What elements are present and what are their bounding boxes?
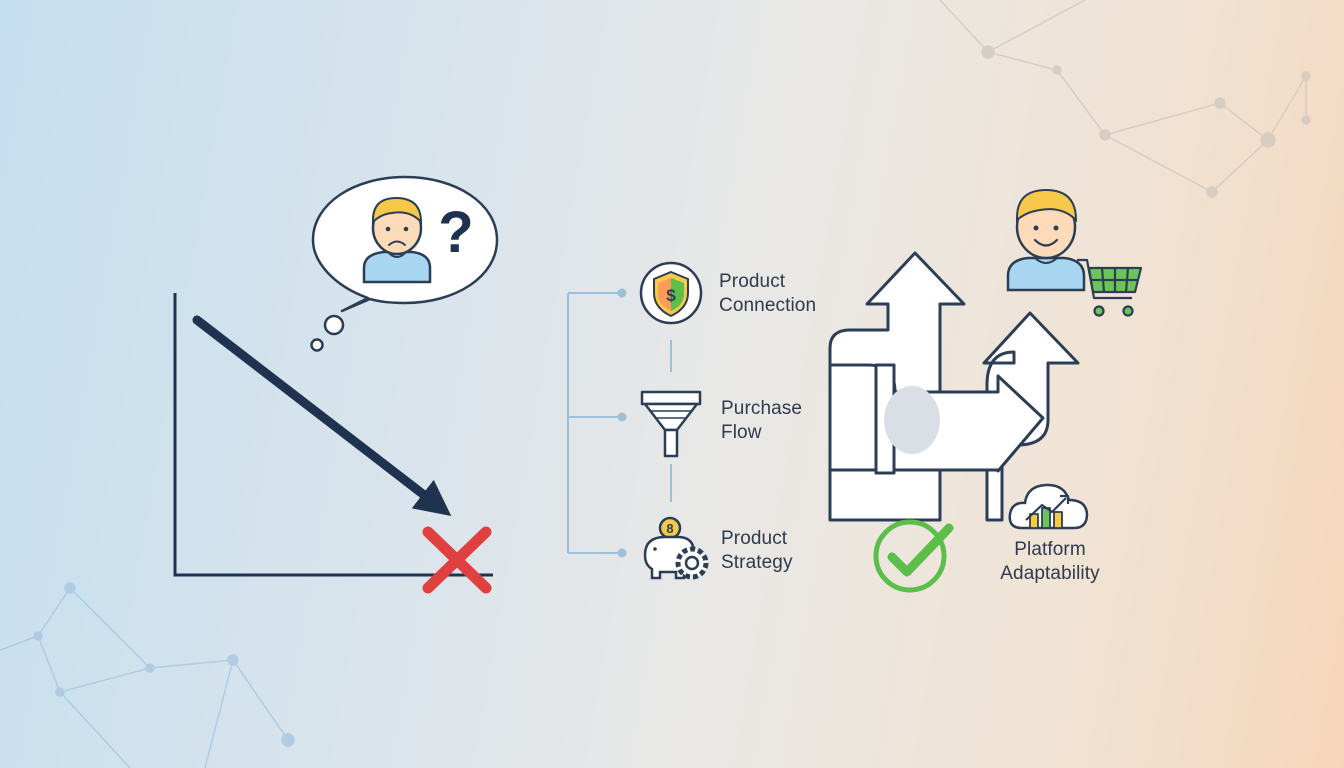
thought-dot-medium (323, 314, 345, 336)
chart-axes (173, 293, 493, 577)
declining-trend-arrow (192, 315, 452, 516)
merging-growth-arrows (828, 251, 1080, 522)
confused-user-icon (362, 196, 432, 284)
network-mesh-top-right (939, 0, 1311, 198)
shopping-cart-icon (1077, 258, 1143, 317)
thought-bubble: ? (310, 175, 499, 352)
network-mesh-bottom-left (0, 582, 295, 768)
happy-user-icon (1006, 188, 1086, 292)
shield-dollar-icon: $ (639, 261, 703, 325)
declining-chart (173, 293, 493, 594)
green-check-icon (873, 519, 954, 593)
red-x-icon (422, 526, 492, 594)
svg-text:$: $ (666, 286, 676, 305)
question-mark: ? (438, 200, 473, 265)
steps-bracket (567, 288, 672, 558)
cloud-chart-icon (1008, 483, 1089, 530)
piggy-bank-gear-icon: 8 (643, 516, 709, 580)
funnel-icon (640, 390, 702, 458)
thought-dot-small (310, 338, 324, 352)
svg-text:8: 8 (666, 521, 673, 536)
